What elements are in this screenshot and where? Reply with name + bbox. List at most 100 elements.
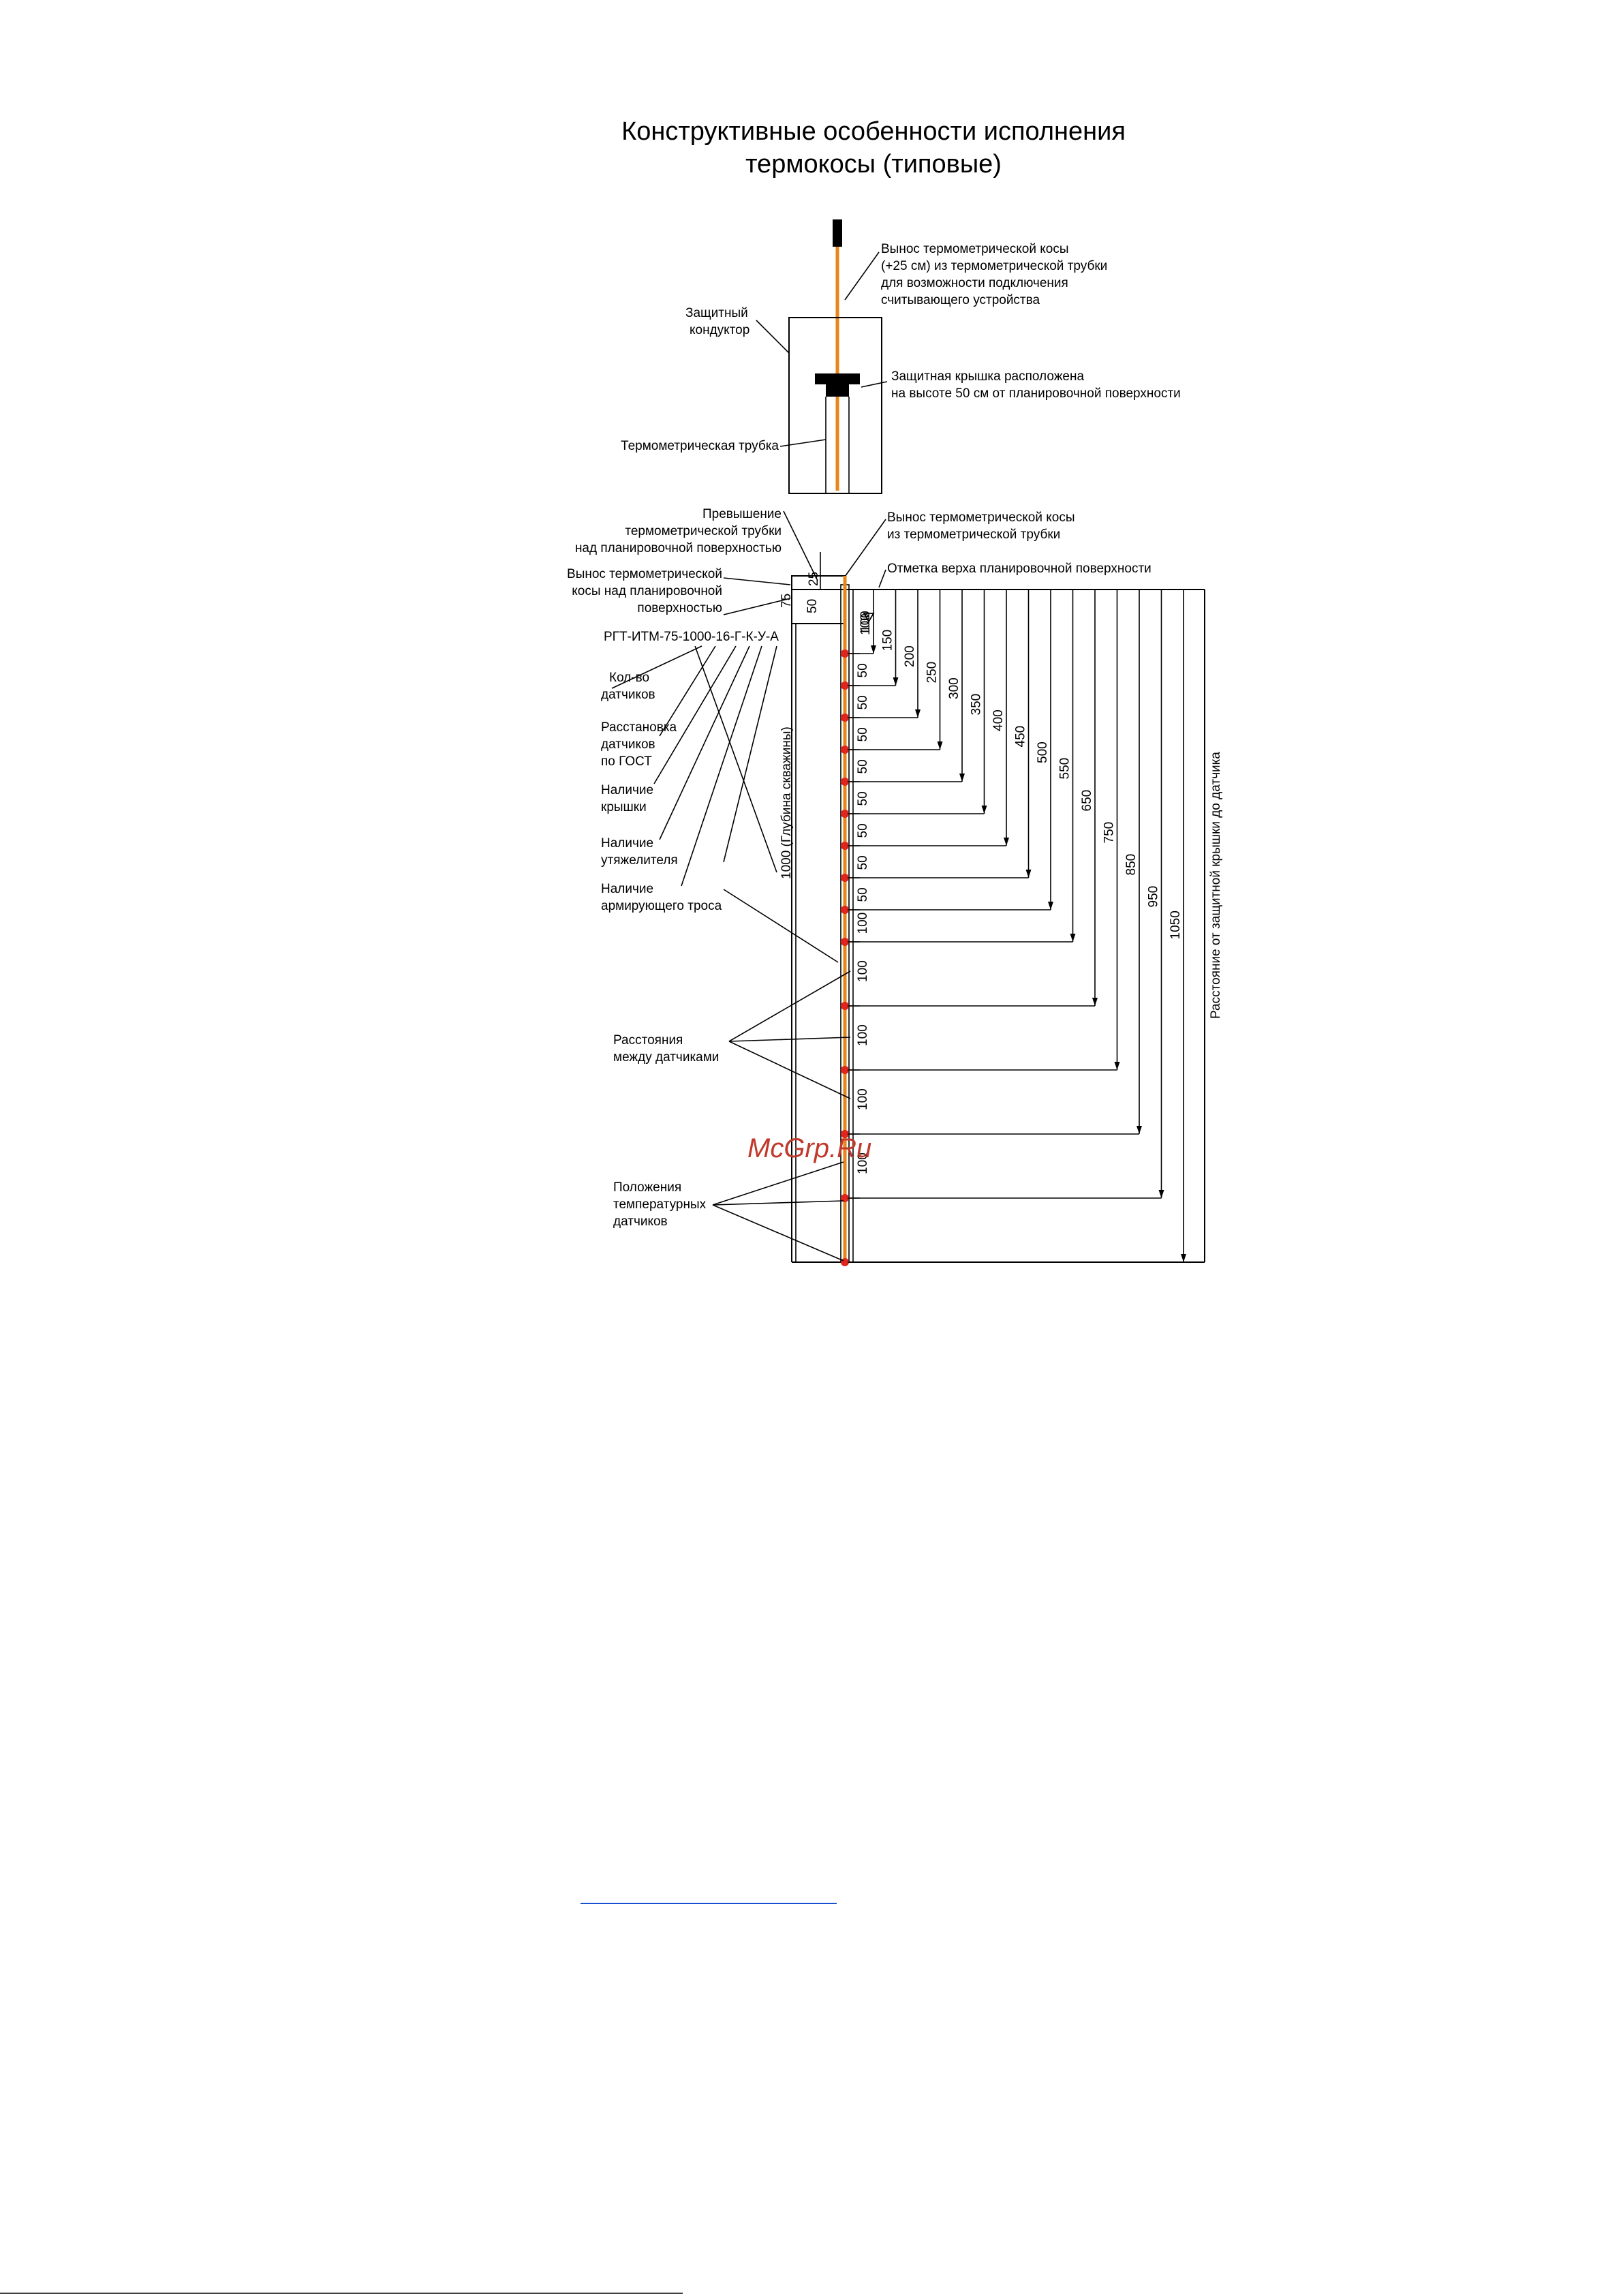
watermark: McGrp.Ru bbox=[747, 1133, 871, 1163]
protective-cap bbox=[815, 373, 860, 384]
svg-text:датчиков: датчиков bbox=[601, 737, 655, 752]
cum-label-6: 350 bbox=[970, 694, 984, 716]
cum-dim-arrow-11 bbox=[1092, 998, 1098, 1006]
svg-text:(+25 см) из термометрической т: (+25 см) из термометрической трубки bbox=[881, 259, 1107, 273]
label-model: РГТ-ИТМ-75-1000-16-Г-К-У-А bbox=[604, 630, 779, 644]
title-line-2: термокосы (типовые) bbox=[745, 150, 1002, 179]
sensor-6 bbox=[841, 810, 849, 818]
svg-text:Вынос термометрической: Вынос термометрической bbox=[567, 567, 722, 581]
local-label-8: 50 bbox=[856, 887, 870, 902]
label-nalichie-trosa: Наличие армирующего троса bbox=[601, 882, 722, 913]
svg-text:для возможности подключения: для возможности подключения bbox=[881, 276, 1068, 290]
cum-label-14: 950 bbox=[1147, 886, 1161, 908]
cum-label-1: 100 bbox=[859, 613, 873, 635]
cum-dim-arrow-4 bbox=[937, 741, 943, 750]
sensor-3 bbox=[841, 714, 849, 722]
cum-label-10: 550 bbox=[1058, 758, 1072, 780]
protective-conductor bbox=[788, 317, 882, 494]
label-prevyshenie: Превышение термометрической трубки над п… bbox=[575, 507, 782, 555]
cum-label-9: 500 bbox=[1036, 741, 1050, 763]
leader-vynos-top bbox=[844, 251, 880, 301]
sensor-7 bbox=[841, 842, 849, 850]
cum-dim-arrow-15 bbox=[1181, 1254, 1186, 1262]
cum-dim-arrow-14 bbox=[1158, 1190, 1164, 1198]
cum-label-5: 300 bbox=[947, 677, 961, 699]
label-otmetka: Отметка верха планировочной поверхности bbox=[887, 562, 1151, 576]
label-vynos-nad: Вынос термометрической косы над планиров… bbox=[567, 567, 722, 615]
title-line-1: Конструктивные особенности исполнения bbox=[621, 117, 1126, 146]
local-label-10: 100 bbox=[856, 960, 870, 982]
cum-label-12: 750 bbox=[1102, 822, 1117, 844]
sensor-4 bbox=[841, 746, 849, 754]
local-label-2: 50 bbox=[856, 695, 870, 709]
cum-dim-arrow-7 bbox=[1004, 838, 1009, 846]
cum-label-15: 1050 bbox=[1169, 910, 1183, 939]
model-leaders bbox=[611, 645, 777, 887]
cum-dim-arrow-12 bbox=[1114, 1062, 1120, 1070]
svg-text:по ГОСТ: по ГОСТ bbox=[601, 754, 652, 769]
sensor-9 bbox=[841, 906, 849, 914]
label-polozheniya: Положения температурных датчиков bbox=[613, 1180, 707, 1229]
local-label-1: 50 bbox=[856, 663, 870, 677]
cum-dim-arrow-1 bbox=[871, 645, 876, 654]
local-label-12: 100 bbox=[856, 1088, 870, 1110]
cum-label-2: 150 bbox=[881, 630, 895, 652]
label-rasstoyaniya: Расстояния между датчиками bbox=[613, 1033, 719, 1065]
cum-label-11: 650 bbox=[1080, 790, 1094, 812]
label-rasstanovka: Расстановка датчиков по ГОСТ bbox=[601, 720, 677, 769]
svg-text:термометрической трубки: термометрической трубки bbox=[625, 524, 782, 538]
svg-text:датчиков: датчиков bbox=[613, 1214, 668, 1229]
cum-label-3: 200 bbox=[903, 645, 917, 667]
local-label-13: 100 bbox=[856, 1152, 870, 1174]
sensor-13 bbox=[841, 1130, 849, 1138]
surface-marker bbox=[863, 613, 875, 623]
svg-text:Наличие: Наличие bbox=[601, 836, 653, 851]
svg-text:между датчиками: между датчиками bbox=[613, 1050, 719, 1065]
local-label-first: 100 bbox=[859, 611, 873, 632]
svg-text:Положения: Положения bbox=[613, 1180, 681, 1195]
cum-dim-arrow-10 bbox=[1070, 934, 1076, 942]
svg-text:датчиков: датчиков bbox=[601, 688, 655, 702]
cum-dim-arrow-6 bbox=[981, 806, 987, 814]
cum-dim-arrow-3 bbox=[915, 709, 921, 718]
local-label-9: 100 bbox=[856, 913, 870, 934]
svg-text:над планировочной поверхностью: над планировочной поверхностью bbox=[575, 541, 782, 555]
svg-text:на высоте 50 см от планировочн: на высоте 50 см от планировочной поверхн… bbox=[891, 386, 1181, 401]
label-termo-trubka: Термометрическая трубка bbox=[621, 439, 779, 453]
sensor-12 bbox=[841, 1066, 849, 1074]
cum-dim-arrow-5 bbox=[959, 774, 965, 782]
sensor-14 bbox=[841, 1194, 849, 1202]
label-nalichie-kryshki: Наличие крышки bbox=[601, 783, 653, 814]
leader-vynos-nad-2 bbox=[723, 598, 791, 615]
leader-vynos-iz-trubki bbox=[844, 519, 886, 577]
svg-text:Наличие: Наличие bbox=[601, 783, 653, 797]
leaders-rasstoyaniya bbox=[728, 970, 851, 1099]
leader-prevyshenie bbox=[783, 510, 818, 581]
leader-otmetka bbox=[878, 569, 886, 588]
label-zashch-konduktor: Защитный кондуктор bbox=[685, 306, 749, 337]
svg-text:Защитная крышка расположена: Защитная крышка расположена bbox=[891, 369, 1084, 384]
cum-dim-arrow-9 bbox=[1048, 902, 1053, 910]
svg-text:Вынос термометрической косы: Вынос термометрической косы bbox=[887, 510, 1075, 525]
sensor-5 bbox=[841, 778, 849, 786]
cum-label-4: 250 bbox=[925, 662, 940, 684]
local-label-6: 50 bbox=[856, 823, 870, 838]
cum-dim-arrow-2 bbox=[893, 677, 899, 686]
label-glubina: 1000 (Глубина скважины) bbox=[779, 726, 794, 879]
leader-vynos-nad bbox=[723, 577, 791, 585]
connector-plug bbox=[833, 219, 842, 247]
leaders-polozheniya bbox=[712, 1161, 844, 1261]
label-nalichie-utyazh: Наличие утяжелителя bbox=[601, 836, 678, 868]
conductor-detail bbox=[788, 219, 882, 494]
dim-75: 75 bbox=[779, 594, 794, 608]
leader-trubka bbox=[779, 439, 826, 447]
protective-cap-neck bbox=[826, 384, 849, 397]
sensor-2 bbox=[841, 682, 849, 690]
svg-text:поверхностью: поверхностью bbox=[637, 601, 722, 615]
svg-text:температурных: температурных bbox=[613, 1197, 707, 1212]
dimension-system: 1001502002503003504004505005506507508509… bbox=[841, 589, 1187, 1266]
sensor-11 bbox=[841, 1002, 849, 1010]
svg-text:Наличие: Наличие bbox=[601, 882, 653, 896]
label-vynos-top: Вынос термометрической косы (+25 см) из … bbox=[881, 242, 1107, 307]
svg-text:Превышение: Превышение bbox=[702, 507, 782, 521]
